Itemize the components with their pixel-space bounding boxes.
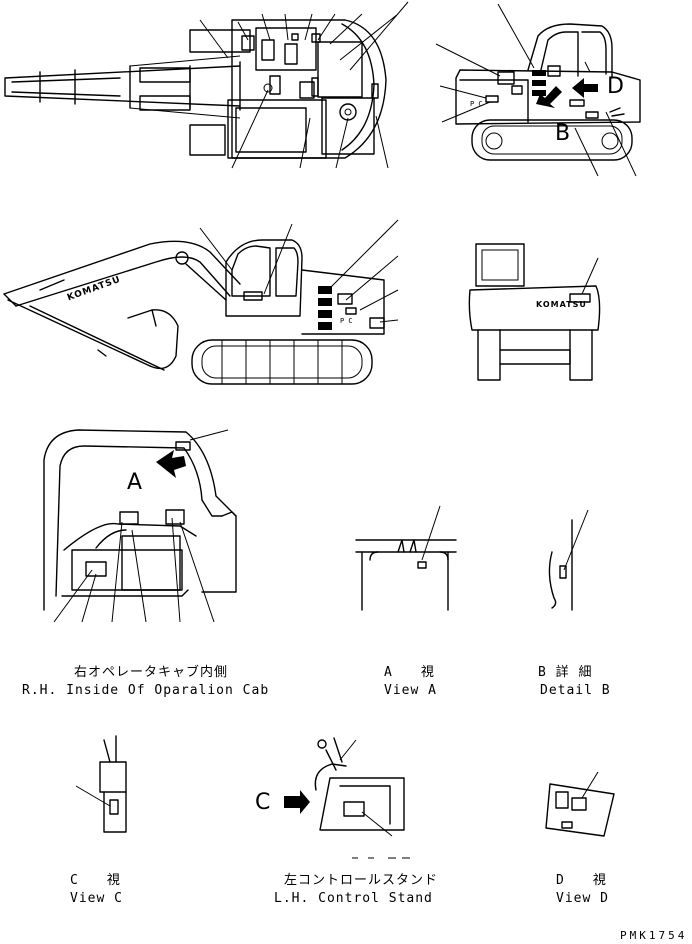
view-d-drawing <box>545 771 615 837</box>
rear-view-machine <box>468 243 601 381</box>
view-d-caption-en: View D <box>556 891 609 906</box>
top-view-machine <box>4 1 409 169</box>
counterweight-brand-mark: KOMATSU <box>536 300 587 309</box>
detail-b-caption-jp: B 詳 細 <box>538 665 593 680</box>
pc-mark-rear: P C <box>470 100 483 108</box>
arrow-letter-c: C <box>255 790 271 815</box>
view-c-caption-jp: C 視 <box>70 873 121 888</box>
rh-cab-caption-jp: 右オペレータキャブ内側 <box>74 665 229 680</box>
pc-mark-side: P C <box>340 317 353 325</box>
detail-b-drawing <box>548 509 589 611</box>
side-view-machine <box>3 219 399 385</box>
lh-stand-caption-jp: 左コントロールスタンド <box>284 873 439 888</box>
view-c-caption-en: View C <box>70 891 123 906</box>
view-d-caption-jp: D 視 <box>556 873 607 888</box>
view-c-drawing <box>75 735 127 833</box>
rear-perspective-machine <box>435 3 641 177</box>
view-a-drawing <box>355 505 457 611</box>
control-stand-drawing <box>284 737 410 859</box>
detail-b-caption-en: Detail B <box>540 683 611 698</box>
view-a-caption-en: View A <box>384 683 437 698</box>
lh-stand-caption-en: L.H. Control Stand <box>274 891 433 906</box>
arrow-letter-a: A <box>127 470 143 495</box>
drawing-number: PMK1754 <box>620 929 688 942</box>
view-a-caption-jp: A 視 <box>384 665 435 680</box>
arrow-letter-d: D <box>607 74 624 99</box>
cab-interior-view <box>43 429 237 623</box>
arrow-letter-b: B <box>555 121 571 146</box>
rh-cab-caption-en: R.H. Inside Of Oparalion Cab <box>22 683 270 698</box>
